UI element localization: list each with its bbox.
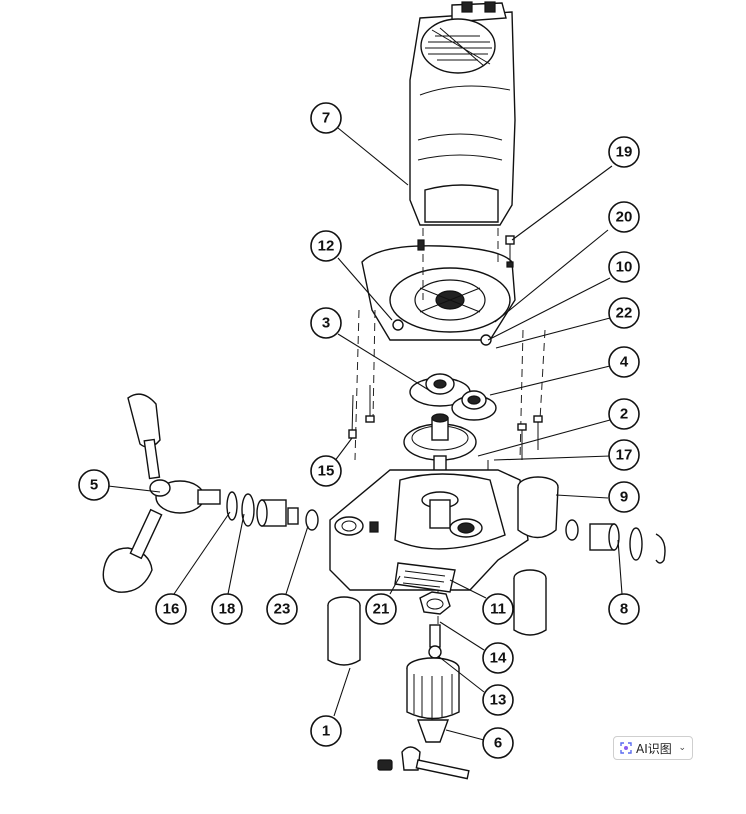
- callout-22-label: 22: [616, 305, 633, 322]
- callout-21: 21: [365, 593, 397, 625]
- callout-3: 3: [310, 307, 342, 339]
- callout-9: 9: [608, 481, 640, 513]
- callout-19: 19: [608, 136, 640, 168]
- callout-20-label: 20: [616, 209, 633, 226]
- bearing-4: [451, 390, 497, 421]
- callout-12-label: 12: [318, 238, 335, 255]
- shaft-14: [428, 624, 442, 659]
- ai-recognize-button[interactable]: AI识图 ⌄: [613, 736, 693, 760]
- callout-15: 15: [310, 455, 342, 487]
- callout-21-label: 21: [373, 601, 390, 618]
- callout-23-label: 23: [274, 601, 291, 618]
- chevron-down-icon[interactable]: ⌄: [678, 743, 686, 753]
- right-washers: [565, 519, 666, 564]
- callout-13: 13: [482, 684, 514, 716]
- callout-17-label: 17: [616, 447, 633, 464]
- callout-8: 8: [608, 593, 640, 625]
- callout-14-label: 14: [490, 650, 507, 667]
- vent-grille: [425, 27, 492, 67]
- leader-lines: [107, 127, 623, 741]
- callout-1-label: 1: [322, 723, 330, 740]
- nut-11: [419, 591, 451, 615]
- callout-13-label: 13: [490, 692, 507, 709]
- callout-6: 6: [482, 727, 514, 759]
- callout-18: 18: [211, 593, 243, 625]
- callout-5: 5: [78, 469, 110, 501]
- callout-10: 10: [608, 251, 640, 283]
- callout-17: 17: [608, 439, 640, 471]
- callout-11: 11: [482, 593, 514, 625]
- callout-9-label: 9: [620, 489, 628, 506]
- gearbox-base: [329, 469, 559, 591]
- callout-3-label: 3: [322, 315, 330, 332]
- callout-15-label: 15: [318, 463, 335, 480]
- callout-20: 20: [608, 201, 640, 233]
- ai-scan-icon: [620, 742, 632, 754]
- top-cover: [361, 245, 516, 346]
- callout-5-label: 5: [90, 477, 98, 494]
- screw-19: [505, 235, 515, 268]
- callout-12: 12: [310, 230, 342, 262]
- callout-11-label: 11: [490, 601, 506, 618]
- callout-19-label: 19: [616, 144, 633, 161]
- ai-recognize-label: AI识图: [636, 741, 672, 756]
- callout-7: 7: [310, 102, 342, 134]
- callout-7-label: 7: [322, 110, 330, 127]
- callout-23: 23: [266, 593, 298, 625]
- callout-2: 2: [608, 398, 640, 430]
- callout-6-label: 6: [494, 735, 502, 752]
- callout-10-label: 10: [616, 259, 633, 276]
- screws-15: [348, 385, 543, 460]
- callout-4-label: 4: [620, 354, 629, 371]
- callout-2-label: 2: [620, 406, 628, 423]
- callout-16: 16: [155, 593, 187, 625]
- motor-housing: [409, 1, 516, 226]
- nameplate: [394, 562, 456, 593]
- callout-8-label: 8: [620, 601, 628, 618]
- drill-chuck: [406, 657, 460, 743]
- callout-4: 4: [608, 346, 640, 378]
- callout-16-label: 16: [163, 601, 180, 618]
- left-washers: [226, 491, 319, 531]
- callout-18-label: 18: [219, 601, 236, 618]
- callout-22: 22: [608, 297, 640, 329]
- sleeve-1: [327, 596, 361, 666]
- callout-14: 14: [482, 642, 514, 674]
- chuck-key: [377, 746, 470, 780]
- cross-handle-5: [102, 393, 221, 593]
- sleeve-right: [513, 569, 547, 636]
- callout-1: 1: [310, 715, 342, 747]
